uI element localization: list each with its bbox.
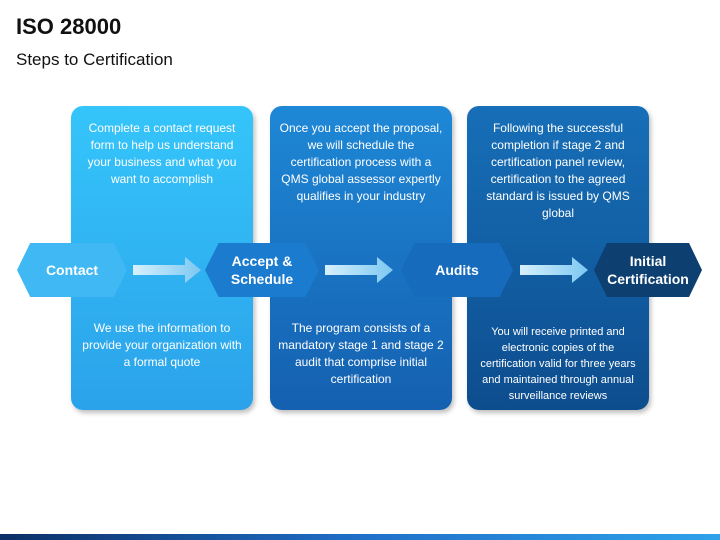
step-initial-certification: Initial Certification bbox=[594, 243, 702, 297]
step-label: Audits bbox=[435, 262, 479, 278]
panel-bottom-text: You will receive printed and electronic … bbox=[480, 326, 636, 402]
arrow-right-icon bbox=[133, 257, 201, 283]
arrow-right-icon bbox=[520, 257, 588, 283]
panel-accept-schedule: Once you accept the proposal, we will sc… bbox=[270, 106, 452, 410]
step-accept-schedule: Accept & Schedule bbox=[205, 243, 319, 297]
step-contact: Contact bbox=[17, 243, 127, 297]
page-title: ISO 28000 bbox=[16, 14, 122, 39]
panel-top-text: Complete a contact request form to help … bbox=[87, 121, 237, 186]
page-subtitle: Steps to Certification bbox=[16, 50, 173, 69]
panel-top-text: Once you accept the proposal, we will sc… bbox=[279, 121, 443, 203]
footer-bar bbox=[0, 534, 720, 540]
panel-bottom-text: The program consists of a mandatory stag… bbox=[278, 321, 444, 386]
step-label: Contact bbox=[45, 262, 99, 278]
step-label: Initial Certification bbox=[607, 253, 689, 287]
step-audits: Audits bbox=[401, 243, 513, 297]
arrow-right-icon bbox=[325, 257, 393, 283]
panel-top-text: Following the successful completion if s… bbox=[486, 121, 630, 220]
panel-bottom-text: We use the information to provide your o… bbox=[82, 321, 242, 369]
step-label: Accept & Schedule bbox=[230, 253, 294, 287]
